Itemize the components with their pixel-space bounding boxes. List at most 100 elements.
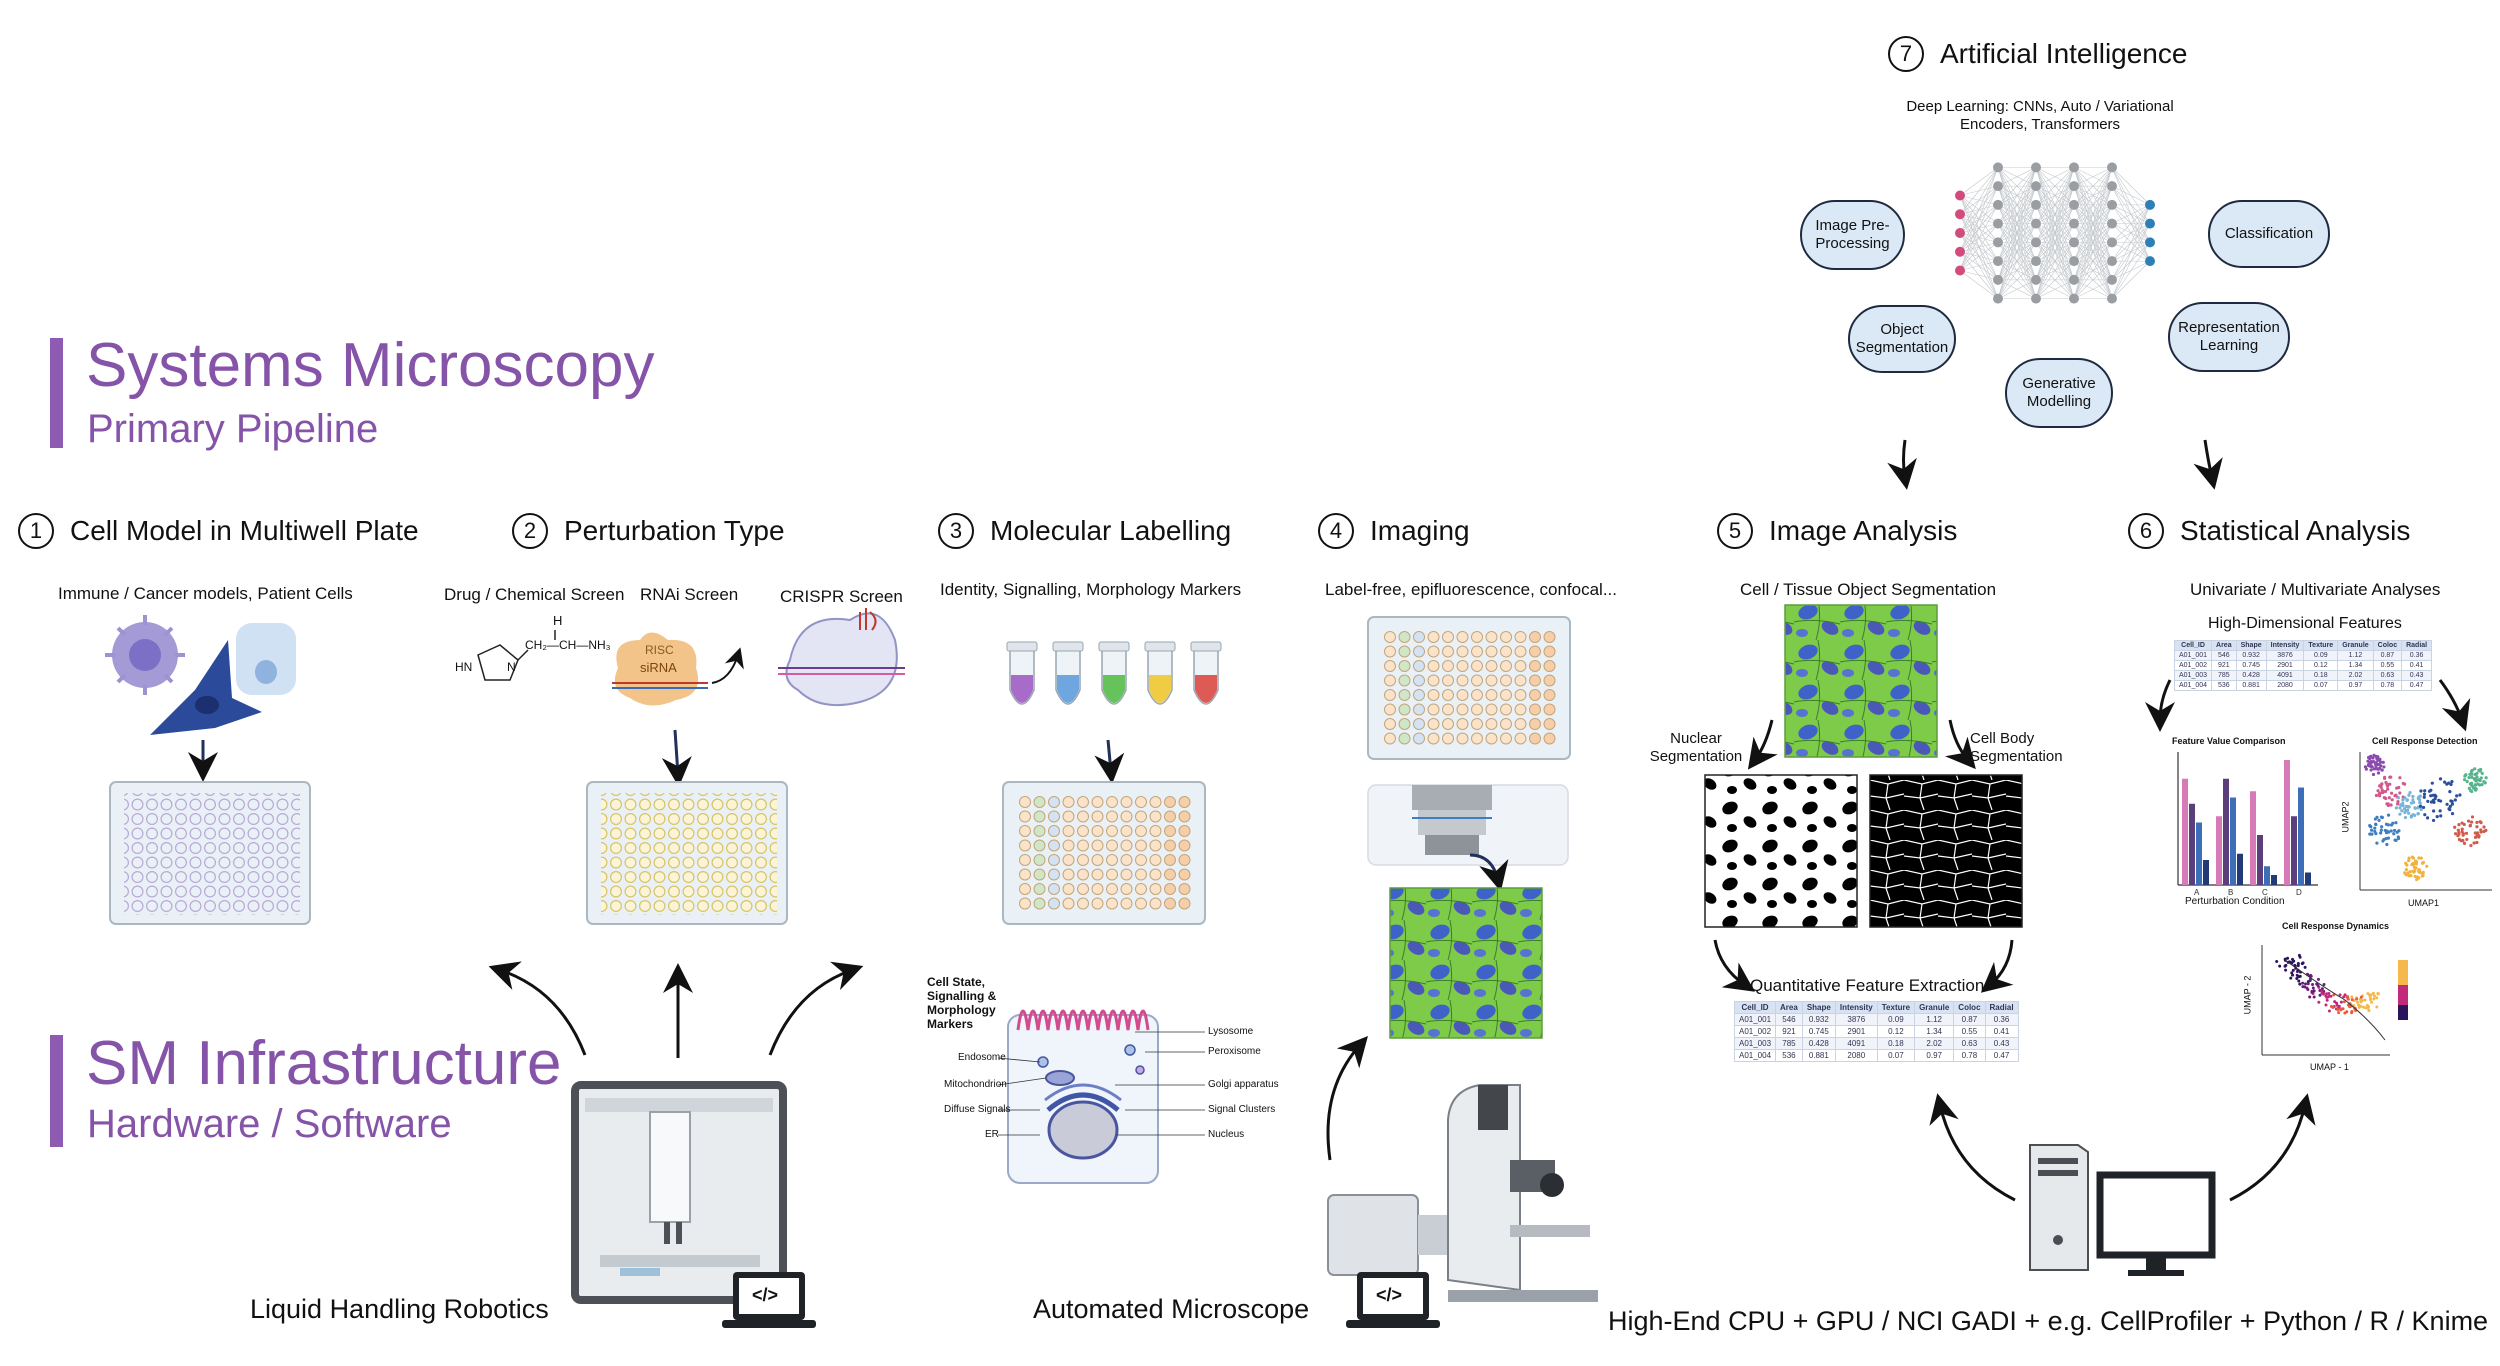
nn-node: [2031, 237, 2041, 248]
nn-node: [2107, 199, 2117, 210]
table-cell: 0.36: [2401, 650, 2433, 661]
well: [1135, 839, 1147, 852]
well: [1427, 689, 1440, 701]
nn-node: [2031, 274, 2041, 285]
umap-point: [2449, 782, 2453, 787]
trajectory-line: [2284, 959, 2386, 1041]
well: [1120, 796, 1133, 808]
table-cell: 1.12: [1914, 1013, 1955, 1026]
multiwell-plate-1: [109, 781, 311, 925]
well: [1091, 796, 1104, 808]
umap-point: [2391, 821, 2395, 825]
laptop-icon-robotics: [722, 1272, 816, 1328]
umap-point: [2408, 870, 2412, 874]
trajectory-point: [2312, 995, 2316, 999]
umap-point: [2478, 769, 2482, 773]
nn-node: [1993, 199, 2003, 210]
well: [1149, 810, 1162, 823]
trajectory-point: [2333, 1000, 2337, 1004]
well: [1062, 810, 1075, 823]
trajectory-point: [2356, 1000, 2360, 1004]
umap-point: [2476, 782, 2480, 786]
well: [1164, 854, 1176, 866]
well: [1398, 689, 1411, 701]
umap-point: [2465, 779, 2469, 784]
table-cell: 0.09: [1876, 1013, 1916, 1026]
peroxisome-label: Peroxisome: [1208, 1046, 1261, 1057]
nn-node: [2145, 199, 2155, 210]
umap-point: [2467, 775, 2471, 780]
trajectory-point: [2343, 1011, 2347, 1015]
step-4-subtitle: Label-free, epifluorescence, confocal...: [1325, 580, 1618, 599]
table-cell: 0.07: [1876, 1049, 1916, 1062]
umap-point: [2462, 778, 2467, 782]
umap-point: [2383, 775, 2387, 779]
bar: [2305, 872, 2311, 885]
well: [1135, 825, 1147, 837]
robot-to-step3-arrow: [768, 961, 864, 1056]
nn-node: [2145, 256, 2155, 267]
table-header-cell: Coloc: [1953, 1001, 1986, 1014]
umap-point: [2423, 789, 2427, 793]
table-cell: 0.55: [1953, 1025, 1986, 1038]
well: [1456, 674, 1469, 687]
well: [1019, 825, 1031, 837]
well: [1427, 674, 1440, 687]
trajectory-point: [2316, 977, 2320, 981]
step-7-number: 7: [1888, 36, 1924, 72]
fluorescence-image-1: [1389, 887, 1543, 1039]
to-cellbody-seg-arrow: [1944, 719, 1976, 770]
umap-point: [2387, 796, 2391, 800]
tube-cap: [1190, 641, 1222, 652]
umap-point: [2421, 860, 2426, 864]
well: [1077, 825, 1089, 837]
umap-point: [2479, 830, 2483, 834]
well: [1106, 854, 1118, 866]
well: [1471, 674, 1483, 687]
table-cell: 0.18: [2303, 670, 2339, 681]
umap-point: [2475, 820, 2479, 824]
bar: [2271, 875, 2277, 885]
well: [1442, 674, 1454, 687]
well: [1485, 645, 1498, 658]
umap-point: [2417, 856, 2421, 860]
umap-point: [2477, 834, 2481, 838]
table-cell: 2.02: [1914, 1037, 1955, 1050]
well: [1091, 883, 1104, 895]
umap-point: [2418, 798, 2422, 802]
cell-compartments-diagram: [997, 1009, 1205, 1184]
well: [1529, 645, 1541, 658]
dynamics-title: Cell Response Dynamics: [2282, 921, 2390, 931]
table-header-cell: Texture: [2303, 640, 2339, 651]
well: [1048, 854, 1060, 866]
umap-point: [2470, 815, 2475, 819]
trajectory-point: [2286, 956, 2290, 960]
well: [1120, 825, 1133, 837]
umap-point: [2405, 798, 2410, 802]
signal-clusters-label: Signal Clusters: [1208, 1104, 1276, 1115]
well: [1384, 674, 1396, 687]
umap-point: [2369, 768, 2373, 772]
table-cell: 0.18: [1876, 1037, 1916, 1050]
umap-point: [2456, 834, 2460, 838]
robot-to-step1-arrow: [488, 961, 587, 1056]
umap-point: [2463, 774, 2467, 778]
umap-point: [2472, 786, 2476, 790]
umap-point: [2369, 828, 2374, 832]
umap-point: [2382, 765, 2386, 769]
well: [1164, 883, 1176, 895]
table-cell: 546: [1775, 1013, 1803, 1026]
nucleus-label: Nucleus: [1208, 1129, 1245, 1140]
trajectory-point: [2291, 973, 2295, 977]
umap-point: [2460, 827, 2464, 831]
well: [1019, 810, 1031, 823]
bar: [2291, 816, 2297, 885]
table-header-cell: Intensity: [2265, 640, 2305, 651]
golgi-label: Golgi apparatus: [1208, 1079, 1279, 1090]
umap-point: [2462, 841, 2467, 845]
well: [1514, 645, 1527, 658]
trajectory-point: [2342, 995, 2346, 999]
